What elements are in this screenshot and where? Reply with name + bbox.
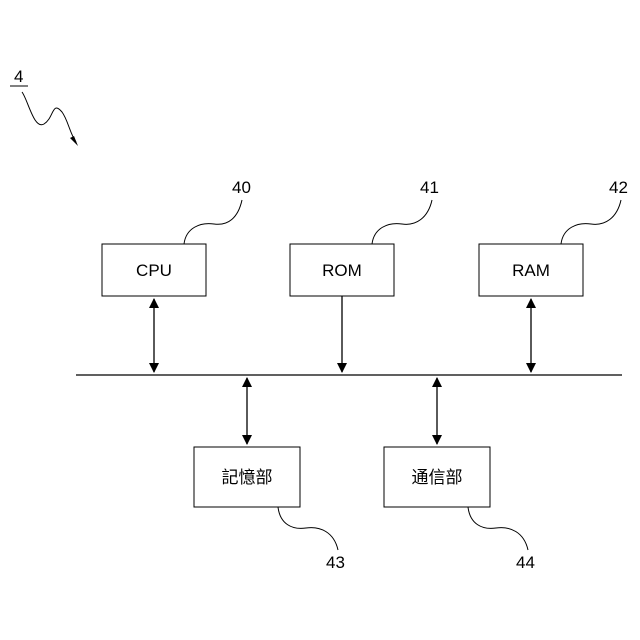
ram-ref: 42 [609, 178, 628, 197]
storage-ref: 43 [326, 553, 345, 572]
figure-reference: 4 [10, 67, 78, 146]
ram-leader [561, 200, 621, 244]
figure-pointer-arrowhead [70, 136, 78, 146]
cpu-label: CPU [136, 261, 172, 280]
storage-leader [278, 507, 338, 550]
figure-number: 4 [14, 67, 23, 86]
rom-block: ROM 41 [290, 178, 439, 296]
comm-leader [468, 507, 528, 550]
comm-block: 通信部 44 [384, 447, 535, 572]
comm-label: 通信部 [412, 468, 463, 487]
rom-label: ROM [322, 261, 362, 280]
cpu-ref: 40 [232, 178, 251, 197]
ram-label: RAM [512, 261, 550, 280]
comm-ref: 44 [516, 553, 535, 572]
cpu-leader [184, 200, 242, 244]
rom-ref: 41 [420, 178, 439, 197]
cpu-block: CPU 40 [102, 178, 251, 296]
ram-block: RAM 42 [479, 178, 628, 296]
storage-block: 記憶部 43 [194, 447, 345, 572]
storage-label: 記憶部 [222, 468, 273, 487]
figure-pointer-curve [22, 92, 76, 142]
rom-leader [372, 200, 432, 244]
